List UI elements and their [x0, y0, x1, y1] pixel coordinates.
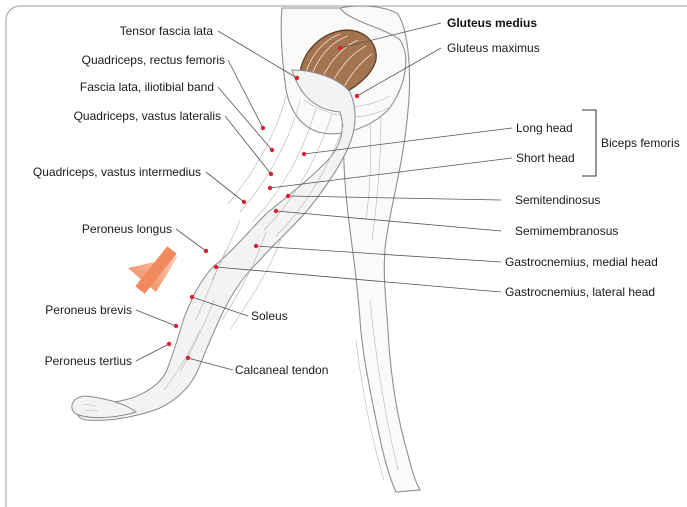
label-tensor-fascia-lata: Tensor fascia lata	[120, 24, 214, 38]
label-gastrocnemius-lateral: Gastrocnemius, lateral head	[505, 285, 655, 299]
label-semimembranosus: Semimembranosus	[515, 224, 618, 238]
label-gluteus-maximus: Gluteus maximus	[447, 41, 540, 55]
label-biceps-femoris: Biceps femoris	[601, 136, 680, 150]
label-calcaneal-tendon: Calcaneal tendon	[235, 363, 328, 377]
biceps-femoris-bracket	[582, 110, 596, 176]
label-rectus-femoris: Quadriceps, rectus femoris	[82, 53, 225, 67]
label-soleus: Soleus	[251, 309, 288, 323]
label-peroneus-tertius: Peroneus tertius	[45, 354, 132, 368]
label-vastus-lateralis: Quadriceps, vastus lateralis	[74, 109, 221, 123]
label-short-head: Short head	[516, 151, 575, 165]
label-long-head: Long head	[516, 121, 573, 135]
label-semitendinosus: Semitendinosus	[515, 193, 600, 207]
label-peroneus-brevis: Peroneus brevis	[45, 303, 132, 317]
label-vastus-intermedius: Quadriceps, vastus intermedius	[33, 165, 201, 179]
label-gastrocnemius-medial: Gastrocnemius, medial head	[505, 255, 658, 269]
label-gluteus-medius: Gluteus medius	[447, 16, 537, 30]
label-peroneus-longus: Peroneus longus	[82, 222, 172, 236]
label-fascia-lata: Fascia lata, iliotibial band	[80, 80, 214, 94]
